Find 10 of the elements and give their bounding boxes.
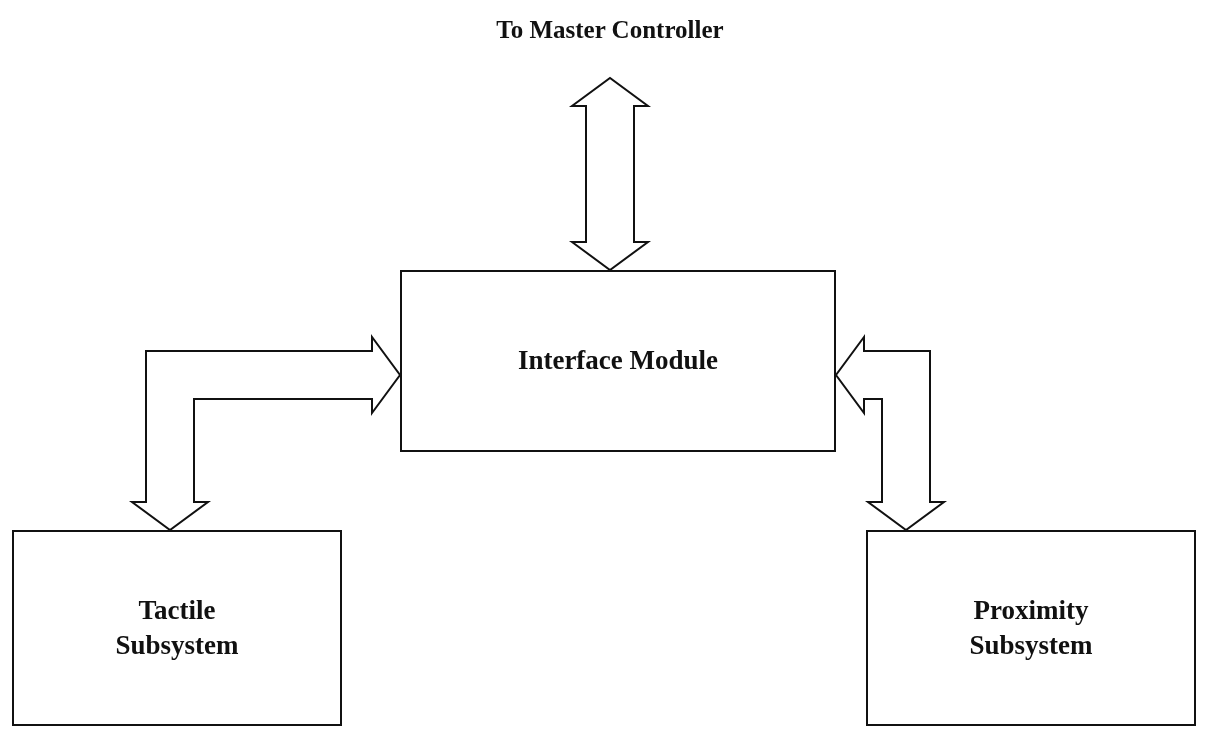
block-label: Interface Module: [517, 344, 719, 378]
block-box: [866, 530, 1196, 726]
block-box: [400, 270, 836, 452]
heading-label: To Master Controller: [496, 15, 724, 45]
block-box: [12, 530, 342, 726]
double-block-arrow: [834, 333, 948, 532]
block-label: Proximity Subsystem: [968, 593, 1094, 662]
double-block-arrow: [128, 333, 402, 532]
block-label: Tactile Subsystem: [114, 593, 240, 662]
double-block-arrow: [568, 76, 652, 272]
